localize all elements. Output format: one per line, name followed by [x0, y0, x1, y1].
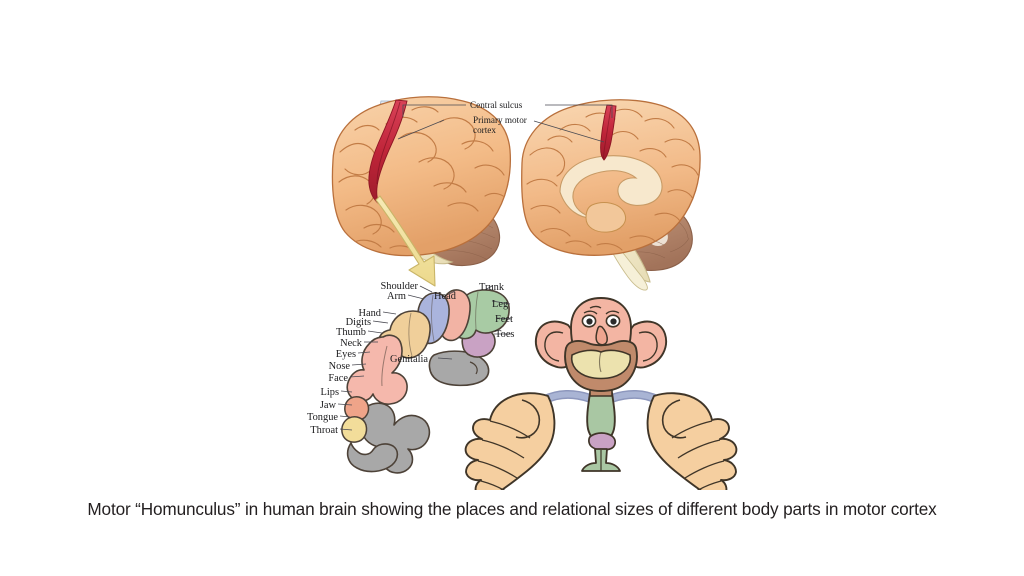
- homunculus-teeth: [570, 349, 632, 380]
- leader-face: [349, 375, 365, 378]
- label-primary-motor-cortex-line1: Primary motor: [473, 115, 527, 125]
- caption-container: Motor “Homunculus” in human brain showin…: [0, 498, 1024, 520]
- label-head: Head: [434, 291, 457, 302]
- label-leg: Leg: [492, 299, 508, 310]
- shoulder-arm-divider: [431, 294, 435, 342]
- label-jaw: Jaw: [320, 400, 337, 411]
- leader-central-sulcus-left: [402, 104, 466, 117]
- leader-throat: [339, 428, 353, 431]
- label-trunk: Trunk: [479, 282, 505, 293]
- cerebrum-midsagittal: [521, 99, 701, 256]
- leader-arm: [407, 294, 425, 300]
- leader-digits: [372, 320, 389, 324]
- strip-segment-throat-tail: [346, 442, 399, 473]
- homunculus-left-hand: [464, 392, 556, 490]
- homunculus-right-hand: [646, 392, 738, 490]
- homunculus-left-pupil: [586, 318, 593, 325]
- label-tongue: Tongue: [307, 412, 338, 423]
- brain-label-leaders: [397, 104, 613, 143]
- label-throat: Throat: [310, 425, 338, 436]
- label-neck: Neck: [340, 338, 363, 349]
- left-ear-inner: [544, 331, 564, 362]
- slide-caption: Motor “Homunculus” in human brain showin…: [87, 499, 937, 519]
- trunk-leg-divider: [475, 291, 479, 330]
- corpus-callosum: [559, 155, 663, 219]
- homunculus-nose: [595, 325, 608, 346]
- homunculus-brows: [583, 305, 620, 315]
- strip-label-leaders: [337, 285, 513, 431]
- leader-central-sulcus-right: [545, 104, 613, 118]
- label-face: Face: [328, 373, 348, 384]
- leader-shoulder: [419, 285, 433, 293]
- hand-digits-divider: [408, 312, 413, 357]
- leader-genitalia: [437, 357, 453, 360]
- label-hand: Hand: [358, 308, 381, 319]
- leader-lips: [340, 390, 353, 393]
- face-inner-fold: [381, 345, 388, 387]
- central-sulcus-groove-midsagittal: [603, 106, 612, 161]
- cerebrum-lateral: [331, 96, 512, 257]
- label-eyes: Eyes: [336, 349, 356, 360]
- cortical-strip-panel: [341, 289, 510, 474]
- label-arm: Arm: [387, 291, 406, 302]
- leader-trunk: [484, 285, 493, 291]
- homunculus-pelvis: [588, 432, 616, 451]
- leader-primary-motor-right: [533, 120, 605, 143]
- label-nose: Nose: [329, 361, 351, 372]
- homunculus-figure-panel: [464, 297, 738, 490]
- leader-hand: [382, 311, 397, 315]
- motor-homunculus-figure: Central sulcus Primary motor cortex: [307, 96, 738, 490]
- strip-segment-jaw-tongue: [341, 416, 368, 443]
- label-shoulder: Shoulder: [380, 281, 418, 292]
- motor-pathway-arrow: [375, 195, 436, 287]
- right-ear-inner: [638, 331, 658, 362]
- label-toes: Toes: [495, 329, 514, 340]
- label-digits: Digits: [346, 317, 371, 328]
- central-sulcus-groove-lateral: [376, 101, 401, 185]
- leader-jaw: [337, 403, 353, 406]
- teeth-midline: [598, 351, 602, 373]
- leader-primary-motor-left: [397, 119, 445, 140]
- label-feet: Feet: [495, 314, 513, 325]
- thalamus: [585, 202, 626, 233]
- label-genitalia: Genitalia: [390, 354, 428, 365]
- label-thumb: Thumb: [336, 327, 366, 338]
- leader-head: [448, 290, 456, 295]
- label-central-sulcus: Central sulcus: [470, 100, 523, 110]
- lateral-brain-panel: [331, 96, 512, 287]
- figure-stage: Central sulcus Primary motor cortex: [307, 96, 738, 490]
- leader-thumb: [367, 330, 383, 334]
- leader-tongue: [339, 415, 351, 418]
- homunculus-right-pupil: [610, 318, 617, 325]
- leader-feet: [495, 317, 513, 320]
- strip-segment-neck-face: [346, 334, 408, 405]
- leader-eyes: [357, 351, 371, 354]
- label-primary-motor-cortex-line2: cortex: [473, 125, 496, 135]
- midsagittal-brain-panel: [521, 99, 701, 291]
- medulla-tail: [608, 243, 648, 291]
- leader-nose: [351, 363, 367, 366]
- label-lips: Lips: [321, 387, 339, 398]
- leader-leg: [491, 300, 511, 305]
- genitalia-inner-mark: [469, 361, 478, 375]
